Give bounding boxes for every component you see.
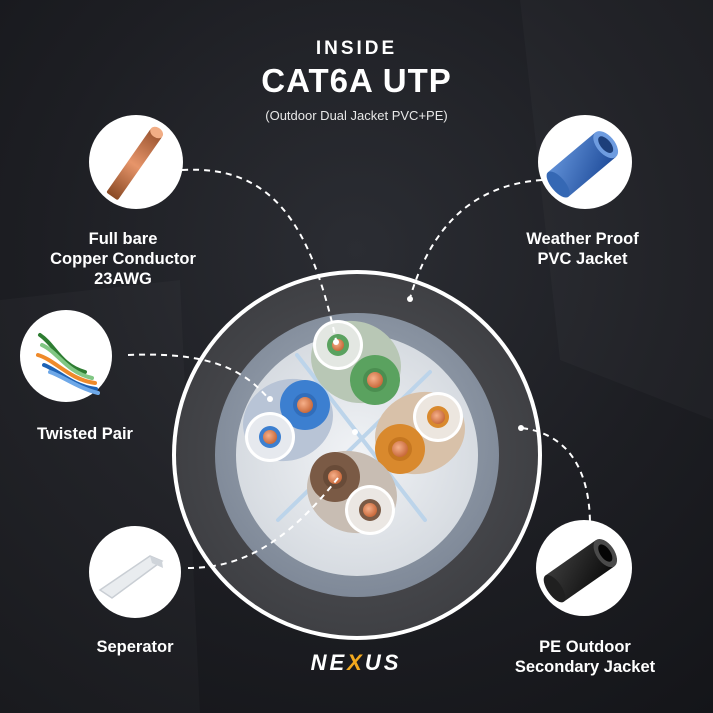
page-subtitle: (Outdoor Dual Jacket PVC+PE) <box>265 108 448 123</box>
pvc-label-line-1: Weather Proof <box>526 230 639 248</box>
header-supertitle: INSIDE <box>315 38 398 59</box>
copper-wire-icon <box>89 115 183 209</box>
twisted-pair-icon <box>20 310 112 402</box>
brand-logo: NEXUS <box>296 650 416 676</box>
pe-jacket-label: PE Outdoor Secondary Jacket <box>470 637 700 677</box>
brown-pair <box>307 450 397 535</box>
green-pair <box>311 320 401 405</box>
pe-label-line-1: PE Outdoor <box>539 638 631 656</box>
brand-right: US <box>364 650 402 675</box>
cable-cross-section <box>172 270 542 640</box>
brand-accent: X <box>347 650 365 675</box>
pe-label-line-2: Secondary Jacket <box>514 658 656 676</box>
separator-icon <box>89 526 181 618</box>
page-title: CAT6A UTP <box>261 62 452 99</box>
copper-conductor-label: Full bare Copper Conductor 23AWG <box>18 229 228 289</box>
leader-lines <box>127 168 591 569</box>
leader-dots <box>267 296 524 435</box>
twisted-pair-label: Twisted Pair <box>37 425 133 443</box>
pvc-jacket-label: Weather Proof PVC Jacket <box>475 229 690 269</box>
black-pe-tube-icon <box>536 520 632 616</box>
blue-pair <box>243 378 333 462</box>
separator-label: Seperator <box>96 638 174 656</box>
pvc-label-line-2: PVC Jacket <box>537 250 628 268</box>
blue-pvc-tube-icon <box>538 115 632 209</box>
orange-pair <box>375 391 465 475</box>
copper-label-line-2: Copper Conductor <box>50 250 196 268</box>
copper-label-line-3: 23AWG <box>94 270 152 288</box>
brand-left: NE <box>310 650 348 675</box>
copper-label-line-1: Full bare <box>88 230 158 248</box>
